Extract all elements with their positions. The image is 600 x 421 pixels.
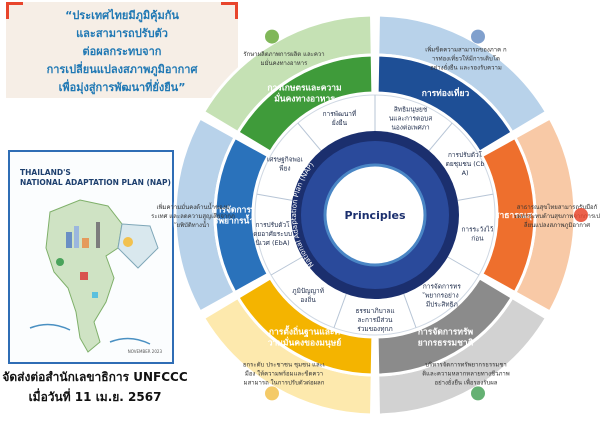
principle-divider [333,293,347,328]
principle-divider [297,122,322,151]
sector-title-band [479,135,537,295]
nature-icon [471,386,485,401]
principle-label: การพัฒนาที่ [323,109,357,118]
vision-line: และสามารถปรับตัว [76,27,168,40]
sector-description: มมั่นคงทางอาหาร [261,59,309,67]
sector-title-band [375,53,515,155]
sector-description: รักษาผลิตภาพการผลิต และควา [243,51,324,58]
principle-label: สิทธิมนุษยช [394,105,428,113]
sector-description: มือง ให้ความพร้อมและขีดควา [245,370,323,378]
sector-title: รัพยากรน้ำ [214,214,254,227]
sector-title: มั่นคงทางอาหาร [274,91,335,104]
tourism-icon [471,29,485,44]
sector-title: การจัดการท [211,205,256,216]
sector-description: อย่างยั่งยืน เพื่อรองรับผล [435,379,498,387]
sector-description: เพิ่มขีดความสามารถของภาค ก [425,45,507,53]
principle-label: ภูมิปัญญาท้ [292,287,324,295]
principle-label: นิเวศ (EbA) [255,239,289,247]
principles-core [323,163,427,267]
cover-date: NOVEMBER 2023 [127,349,162,354]
principle-divider [428,122,453,151]
principle-label: ก่อน [471,235,484,243]
principle-label: ธรรมาภิบาลแ [355,307,394,315]
sector-description: ัยพิบัติทางน้ำ [174,219,210,229]
principle-label: ัพยากรอย่าง [422,292,459,300]
sector-description: ติและความหลากหลายทางชีวภาพ [422,370,510,378]
sector-description: สาธารณสุขไทยสามารถรับมือกั [517,203,598,211]
principle-label: การระวังไว้ [462,226,494,234]
vision-line: “ประเทศไทยมีภูมิคุ้มกัน [65,9,179,22]
sector-description: ยกระดับ ประชาชน ชุมชน และเ [243,362,325,369]
principle-divider [447,256,480,276]
sector-title: สาธารณสุข [494,211,538,221]
vision-line: เพื่อมุ่งสู่การพัฒนาที่ยั่งยืน” [58,81,186,94]
sector-title: ยากรธรรมชาติ [418,338,474,349]
principle-label: มีประสิทธิภ [426,301,458,309]
sector-description: บผลกระทบด้านสุขภาพจากการเป [514,213,600,220]
vision-statement-box: “ประเทศไทยมีภูมิคุ้มกัน และสามารถปรับตัว… [6,2,238,98]
principle-label: องถิ่น [300,295,316,304]
principle-label: ยั่งยืน [332,118,348,127]
sector-title-band [375,275,515,377]
principle-divider [457,193,494,201]
cover-title-line: NATIONAL ADAPTATION PLAN (NAP) [20,178,171,187]
principle-label: ดยชุมชน (Cb [446,160,485,168]
principle-label: นและการตอบส [389,114,432,122]
sector-description: เพิ่มความมั่นคงด้านน้ำของป [157,201,230,211]
principles-center-label: Principles [344,209,405,222]
vision-line: ต่อผลกระทบจาก [82,45,162,58]
submission-caption-line1: จัดส่งต่อสำนักเลขาธิการ UNFCCC [2,370,188,384]
principle-divider [256,193,293,201]
principle-label: A) [462,169,469,177]
cover-title: THAILAND'S NATIONAL ADAPTATION PLAN (NAP… [20,168,171,188]
corner-accent [221,2,238,19]
principle-label: การปรับตัวโ [448,151,483,159]
nap-report-cover: THAILAND'S NATIONAL ADAPTATION PLAN (NAP… [8,150,174,364]
principle-label: การจัดการทร [423,283,461,291]
sector-description: บริหารจัดการทรัพยากรธรรมชา [425,362,507,369]
sector-title: วามมั่นคงของมนุษย์ [268,336,341,349]
sector-title-band [235,275,375,377]
principle-label: ละการมีส่วน [358,316,393,324]
sector-description: มสามารถ ในการปรับตัวต่อผลก [244,379,325,387]
principle-label: พียง [279,165,290,173]
vision-line: การเปลี่ยนแปลงสภาพภูมิอากาศ [46,63,198,76]
principle-label: ร่วมของทุกภ [357,325,392,333]
thailand-map-illustration [29,199,159,353]
principle-divider [270,256,303,276]
settlement-icon [265,386,279,401]
sector-description: ระเทศ และลดความสูญเสียจากภ [151,212,235,220]
sector-description: อย่างยั่งยืน และรองรับความ [430,63,502,71]
principle-label: การปรับตัวโ [255,221,290,229]
principle-label: นองต่อเพศภา [391,123,430,131]
sector-title: การตั้งถิ่นฐานและค [269,325,341,338]
health-icon [574,208,588,222]
sector-description: ลี่ยนแปลงสภาพภูมิอากาศ [524,221,591,229]
sector-title: การจัดการทรัพ [418,327,474,338]
sector-description: ารท่องเที่ยวให้มีการเติบโต [432,54,500,62]
sector-title-band [235,53,375,155]
sector-title: การท่องเที่ยว [422,86,470,99]
submission-caption-line2: เมื่อวันที่ 11 เม.ย. 2567 [28,390,162,404]
corner-accent [6,2,23,19]
principle-label: เศรษฐกิจพอเ [267,156,303,164]
sector-title-band [213,135,271,295]
cover-title-line: THAILAND'S [20,168,71,177]
principle-label: ดยอาศัยระบบ [253,230,292,238]
principle-divider [403,293,417,328]
agriculture-icon [265,29,279,44]
sector-title: การเกษตรและความ [267,83,341,93]
